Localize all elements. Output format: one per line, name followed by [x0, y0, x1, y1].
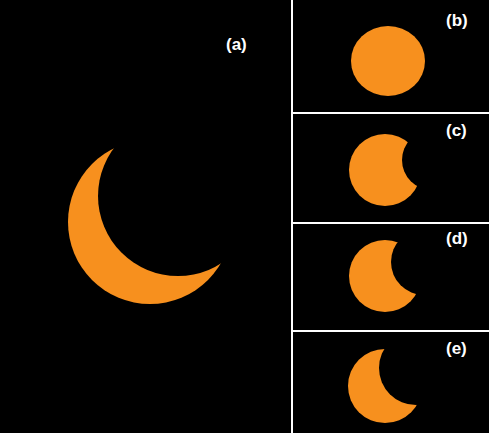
sun-disc	[351, 26, 425, 96]
panel-label: (d)	[446, 230, 468, 247]
panel-label: (e)	[446, 340, 467, 357]
moon-disc	[379, 331, 453, 405]
panel-label: (c)	[446, 122, 467, 139]
panel-divider	[292, 112, 489, 114]
panel	[0, 0, 292, 435]
panel-label: (a)	[226, 36, 247, 53]
panel-divider	[292, 330, 489, 332]
panel-divider	[291, 0, 293, 435]
panel-divider	[292, 222, 489, 224]
panel-divider	[0, 433, 489, 435]
moon-disc	[98, 116, 258, 276]
moon-disc	[402, 130, 462, 190]
panel-label: (b)	[446, 12, 468, 29]
